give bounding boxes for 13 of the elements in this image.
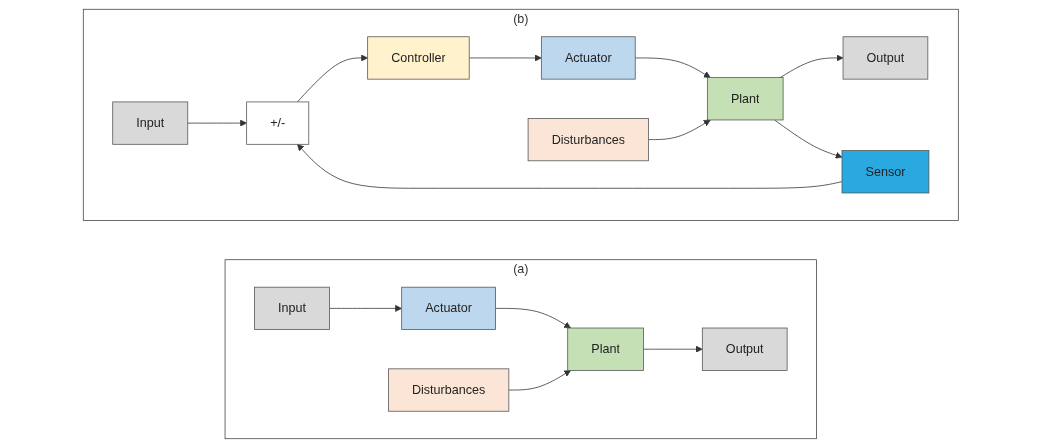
node-box: Sensor <box>841 150 930 194</box>
node-box: +/- <box>246 101 310 145</box>
node-box: Plant <box>567 327 645 371</box>
node-box: Plant <box>707 77 784 121</box>
node-box: Disturbances <box>527 118 650 162</box>
node-box: Output <box>842 36 929 80</box>
node-box: Disturbances <box>388 368 510 412</box>
node-box: Actuator <box>401 286 497 330</box>
node-box: Input <box>112 101 189 145</box>
node-box: Input <box>254 286 331 330</box>
node-box: Actuator <box>541 36 636 80</box>
node-box: Controller <box>367 36 470 80</box>
node-box: Output <box>702 327 788 371</box>
